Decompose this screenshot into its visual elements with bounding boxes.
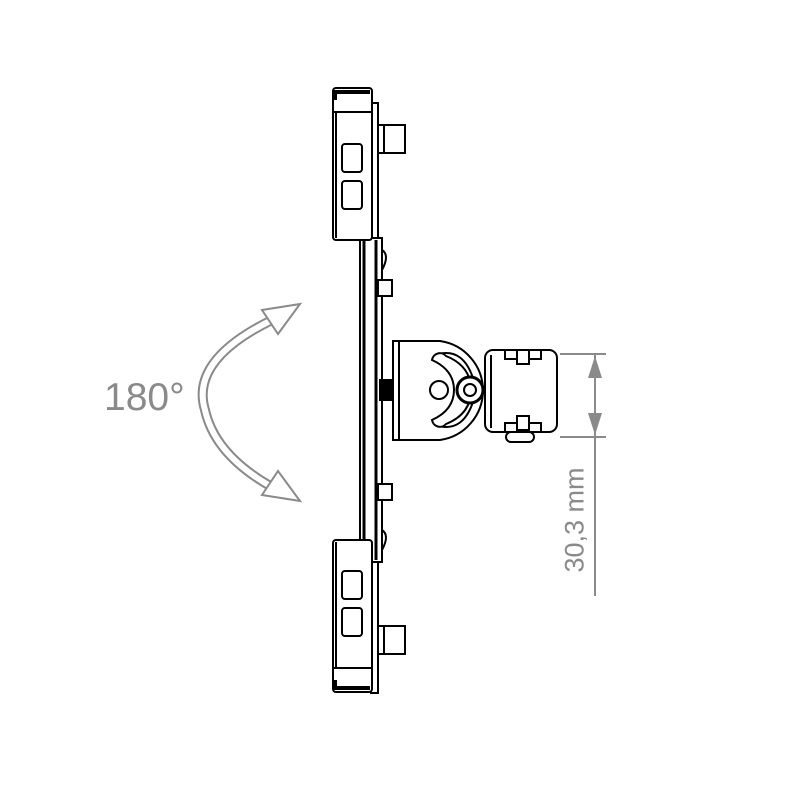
dimension-label: 30,3 mm — [559, 467, 590, 573]
bottom-clamp — [332, 539, 406, 693]
rotation-angle-label: 180° — [104, 376, 185, 419]
rail — [359, 102, 395, 694]
clamp-block — [484, 349, 558, 443]
rotation-arrow-icon — [197, 302, 303, 503]
swivel-joint — [392, 340, 485, 441]
dimension-line — [560, 353, 606, 596]
top-clamp — [332, 87, 406, 241]
